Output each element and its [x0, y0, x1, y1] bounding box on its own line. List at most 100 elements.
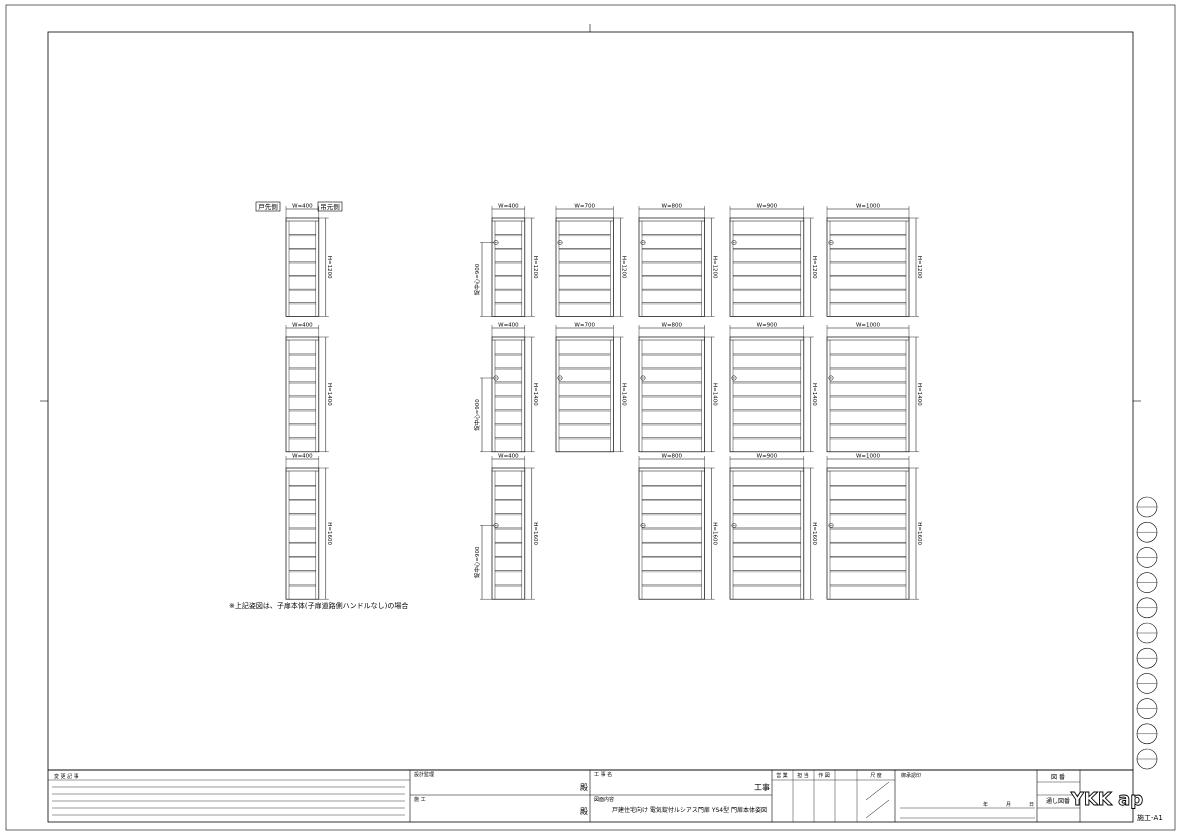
width-label: W=900	[757, 204, 778, 210]
date-day: 日	[1029, 802, 1034, 808]
lock-height-label: 錠中心=900	[473, 399, 481, 431]
door-frame	[491, 336, 526, 453]
height-label: H=1200	[811, 256, 817, 279]
lock-height-label: 錠中心=900	[473, 546, 481, 578]
width-label: W=700	[574, 323, 595, 329]
door-elevations: W=400H=1200W=400H=1200錠中心=900W=700H=1200…	[285, 204, 922, 600]
height-label: H=1200	[712, 256, 718, 279]
door-frame	[729, 336, 805, 453]
width-label: W=900	[757, 323, 778, 329]
stamp-owner: 担 当	[797, 772, 809, 779]
brand-logo: YKK ap	[1070, 789, 1143, 810]
outer-border	[5, 4, 1176, 831]
pivot-side-box	[317, 201, 343, 212]
width-label: W=400	[498, 323, 519, 329]
lock-height-label: 錠中心=900	[473, 263, 481, 295]
width-label: W=400	[292, 323, 313, 329]
door-frame	[491, 467, 526, 600]
honorific-2: 殿	[580, 807, 588, 816]
hinge-side-box	[255, 201, 281, 212]
height-label: H=1400	[620, 383, 626, 406]
drawing-frame	[47, 31, 1134, 771]
sheet-code: 施工-A1	[1137, 813, 1163, 822]
door-frame	[638, 217, 705, 317]
lock-symbol	[640, 375, 646, 381]
lock-symbol	[557, 240, 563, 246]
stamp-sales: 営 業	[776, 772, 788, 779]
width-label: W=800	[662, 323, 683, 329]
contractor-label: 施 工	[414, 796, 426, 803]
project-name-label: 工 事 名	[594, 771, 612, 778]
width-label: W=400	[292, 204, 313, 210]
lock-symbol	[828, 522, 834, 528]
lock-symbol	[731, 240, 737, 246]
height-label: H=1600	[326, 522, 332, 545]
title-block: 変 更 記 事 設計監理 殿 施 工 殿 工 事 名 工事 図面内容 戸建住宅向…	[47, 769, 1163, 823]
lock-symbol	[640, 240, 646, 246]
date-month: 月	[1006, 802, 1011, 808]
drawing-content: 戸建住宅向け 電気錠付ルシアス門扉 YS4型 門扉本体姿図	[612, 806, 767, 814]
width-label: W=1000	[856, 454, 881, 460]
drawing-no-label: 図 番	[1051, 774, 1065, 781]
door-frame	[638, 336, 705, 453]
height-label: H=1600	[811, 522, 817, 545]
height-label: H=1400	[916, 383, 922, 406]
height-label: H=1200	[620, 256, 626, 279]
date-year: 年	[983, 801, 988, 808]
door-frame	[491, 217, 526, 317]
door-frame	[555, 336, 614, 453]
height-label: H=1400	[532, 383, 538, 406]
door-frame	[285, 467, 320, 600]
door-frame	[285, 336, 320, 453]
door-frame	[826, 467, 910, 600]
height-label: H=1400	[811, 383, 817, 406]
project-suffix: 工事	[754, 782, 770, 792]
width-label: W=400	[292, 454, 313, 460]
door-frame	[729, 467, 805, 600]
approval-label: 御承認印	[901, 772, 921, 779]
check-circles	[1136, 496, 1158, 770]
serial-no-label: 通し図番	[1046, 797, 1070, 805]
stamp-drafting: 作 図	[818, 772, 830, 779]
width-label: W=1000	[856, 323, 881, 329]
height-label: H=1200	[326, 256, 332, 279]
width-label: W=400	[498, 454, 519, 460]
height-label: H=1200	[916, 256, 922, 279]
height-label: H=1600	[916, 522, 922, 545]
lock-symbol	[731, 375, 737, 381]
lock-symbol	[828, 375, 834, 381]
door-frame	[285, 217, 320, 317]
pivot-side-label: 吊元側	[320, 203, 340, 211]
drawing-content-label: 図面内容	[594, 796, 614, 803]
design-supervisor-label: 設計監理	[414, 771, 434, 778]
hinge-side-label: 戸先側	[258, 202, 278, 211]
lock-symbol	[731, 522, 737, 528]
door-frame	[826, 217, 910, 317]
height-label: H=1600	[712, 522, 718, 545]
honorific-1: 殿	[580, 783, 588, 792]
door-frame	[555, 217, 614, 317]
height-label: H=1600	[532, 522, 538, 545]
width-label: W=800	[662, 204, 683, 210]
stamp-scale: 尺 度	[870, 772, 882, 779]
width-label: W=700	[574, 204, 595, 210]
lock-symbol	[557, 375, 563, 381]
height-label: H=1200	[532, 256, 538, 279]
lock-symbol	[640, 522, 646, 528]
height-label: H=1400	[712, 383, 718, 406]
